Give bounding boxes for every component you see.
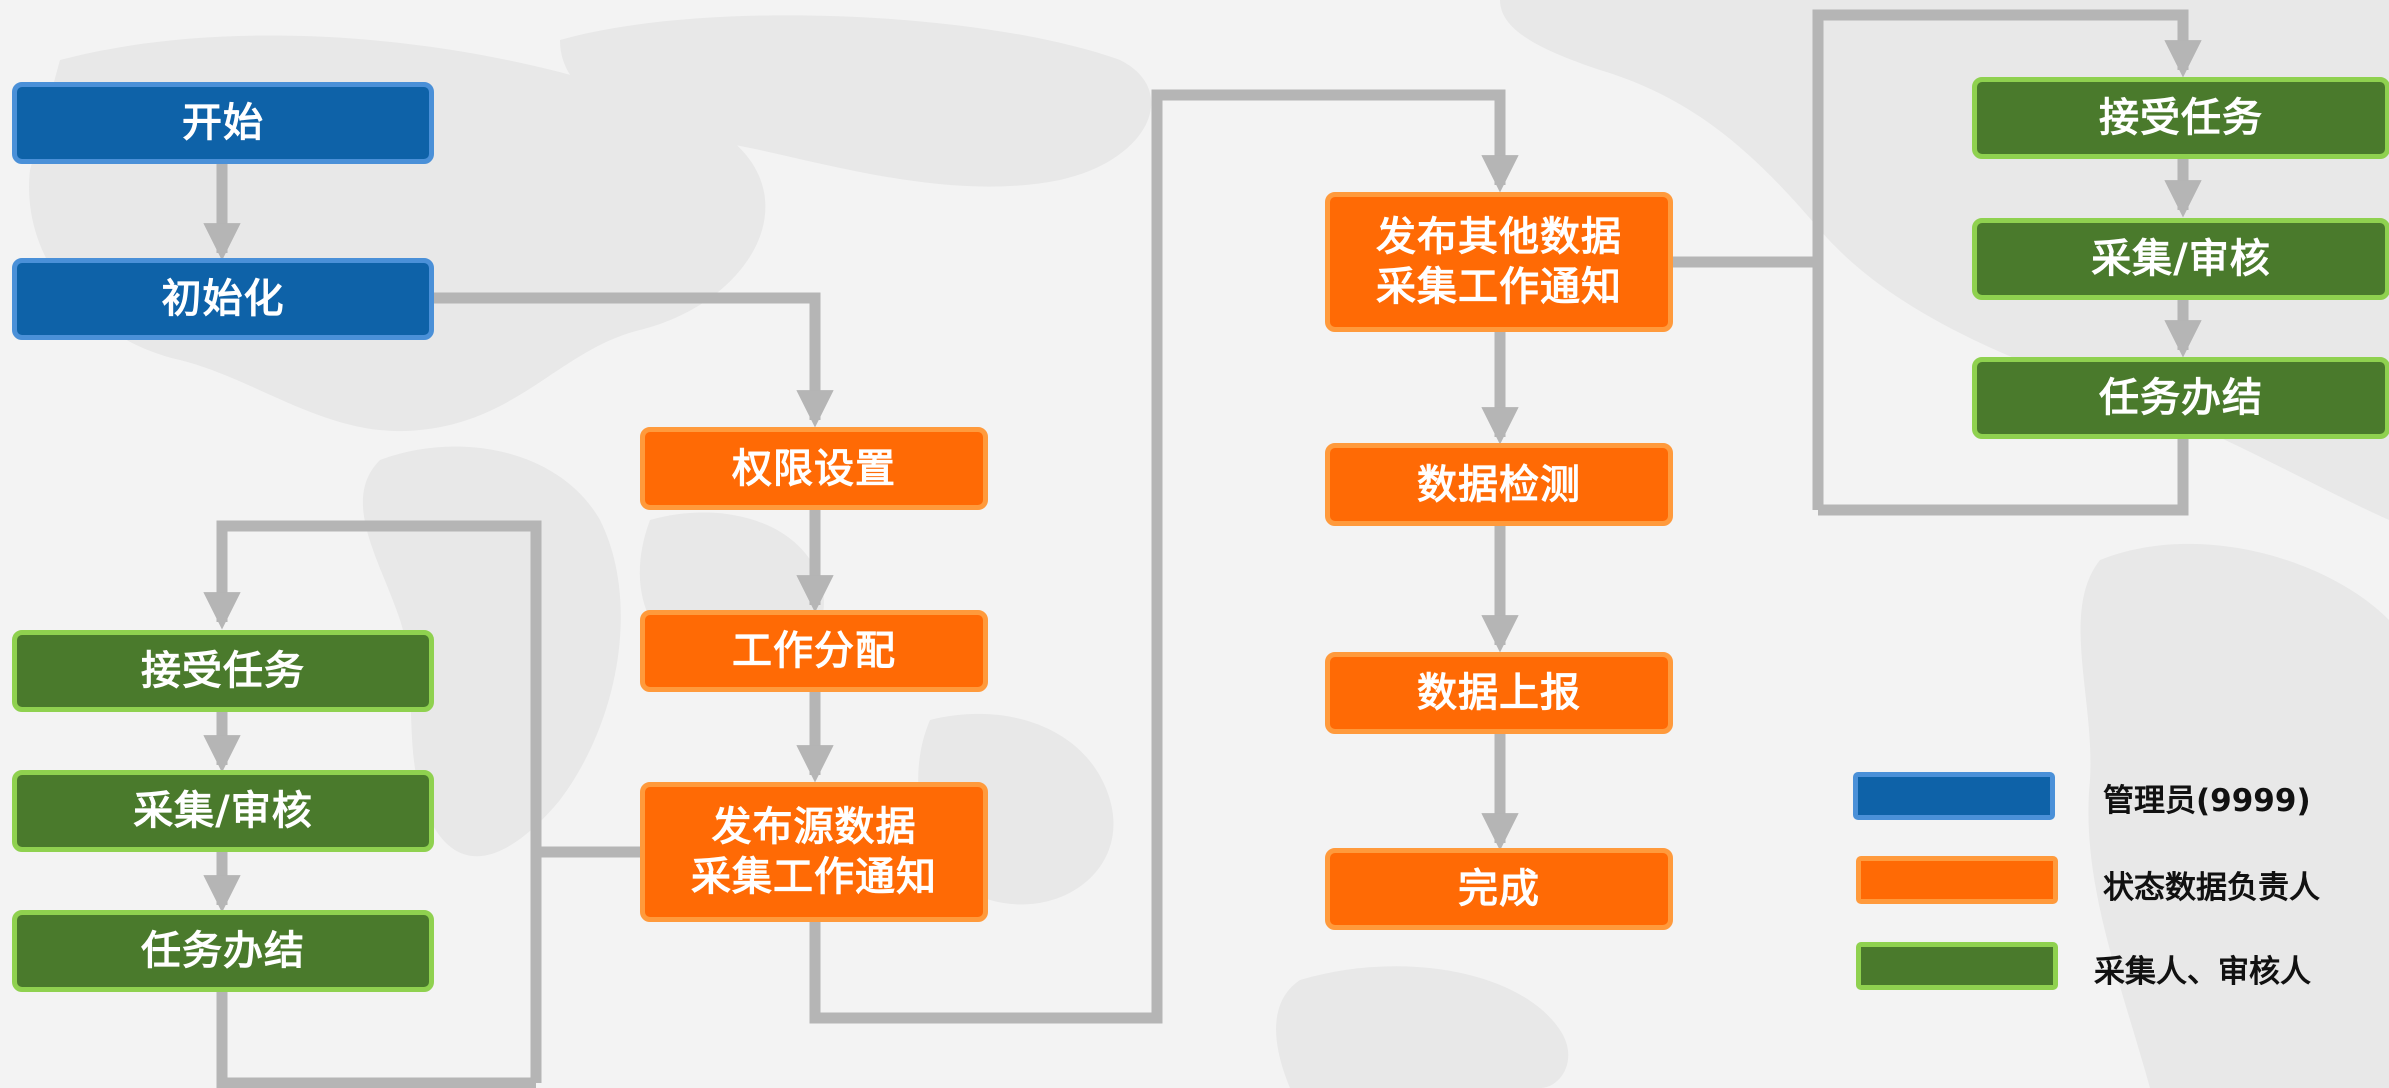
node-permission-label: 权限设置 — [732, 445, 896, 492]
node-finish-label: 完成 — [1458, 866, 1540, 912]
node-left-accept-label: 接受任务 — [141, 648, 305, 694]
node-left-collect[interactable]: 采集/审核 — [12, 770, 434, 852]
node-left-accept[interactable]: 接受任务 — [12, 630, 434, 712]
node-right-done-label: 任务办结 — [2099, 375, 2263, 421]
node-left-collect-label: 采集/审核 — [133, 788, 313, 834]
node-report[interactable]: 数据上报 — [1325, 652, 1673, 734]
node-right-accept-label: 接受任务 — [2099, 95, 2263, 141]
node-init-label: 初始化 — [161, 276, 285, 322]
node-permission[interactable]: 权限设置 — [640, 427, 988, 510]
node-assign-label: 工作分配 — [732, 628, 896, 674]
legend-swatch-owner — [1856, 856, 2058, 904]
legend-label-owner: 状态数据负责人 — [2103, 870, 2320, 906]
node-report-label: 数据上报 — [1417, 670, 1581, 716]
node-check-label: 数据检测 — [1417, 461, 1581, 508]
connector-publish-source-publish-other — [809, 89, 1519, 1024]
node-publish-source[interactable]: 发布源数据 采集工作通知 — [640, 782, 988, 922]
node-left-done[interactable]: 任务办结 — [12, 910, 434, 992]
legend-swatch-collector — [1856, 942, 2058, 990]
node-start[interactable]: 开始 — [12, 82, 434, 164]
legend-label-admin: 管理员(9999) — [2103, 783, 2311, 819]
node-right-collect-label: 采集/审核 — [2091, 236, 2271, 282]
node-finish[interactable]: 完成 — [1325, 848, 1673, 930]
node-init[interactable]: 初始化 — [12, 258, 434, 340]
node-publish-other-label: 发布其他数据 采集工作通知 — [1376, 214, 1622, 310]
connector-right-loop-top — [1812, 9, 2202, 510]
node-right-collect[interactable]: 采集/审核 — [1972, 218, 2389, 300]
node-check[interactable]: 数据检测 — [1325, 443, 1673, 526]
node-assign[interactable]: 工作分配 — [640, 610, 988, 692]
node-publish-source-label: 发布源数据 采集工作通知 — [691, 804, 937, 900]
node-publish-other[interactable]: 发布其他数据 采集工作通知 — [1325, 192, 1673, 332]
connector-left-loop-top — [203, 520, 542, 1083]
legend-swatch-admin — [1853, 772, 2055, 820]
legend-label-collector: 采集人、审核人 — [2094, 954, 2311, 990]
connector-right-loop-bottom — [1818, 435, 2189, 516]
node-right-done[interactable]: 任务办结 — [1972, 357, 2389, 439]
connector-left-loop-bottom — [216, 990, 536, 1088]
node-start-label: 开始 — [182, 100, 264, 146]
node-right-accept[interactable]: 接受任务 — [1972, 77, 2389, 159]
node-left-done-label: 任务办结 — [141, 928, 305, 974]
connector-init-permission — [430, 292, 834, 428]
